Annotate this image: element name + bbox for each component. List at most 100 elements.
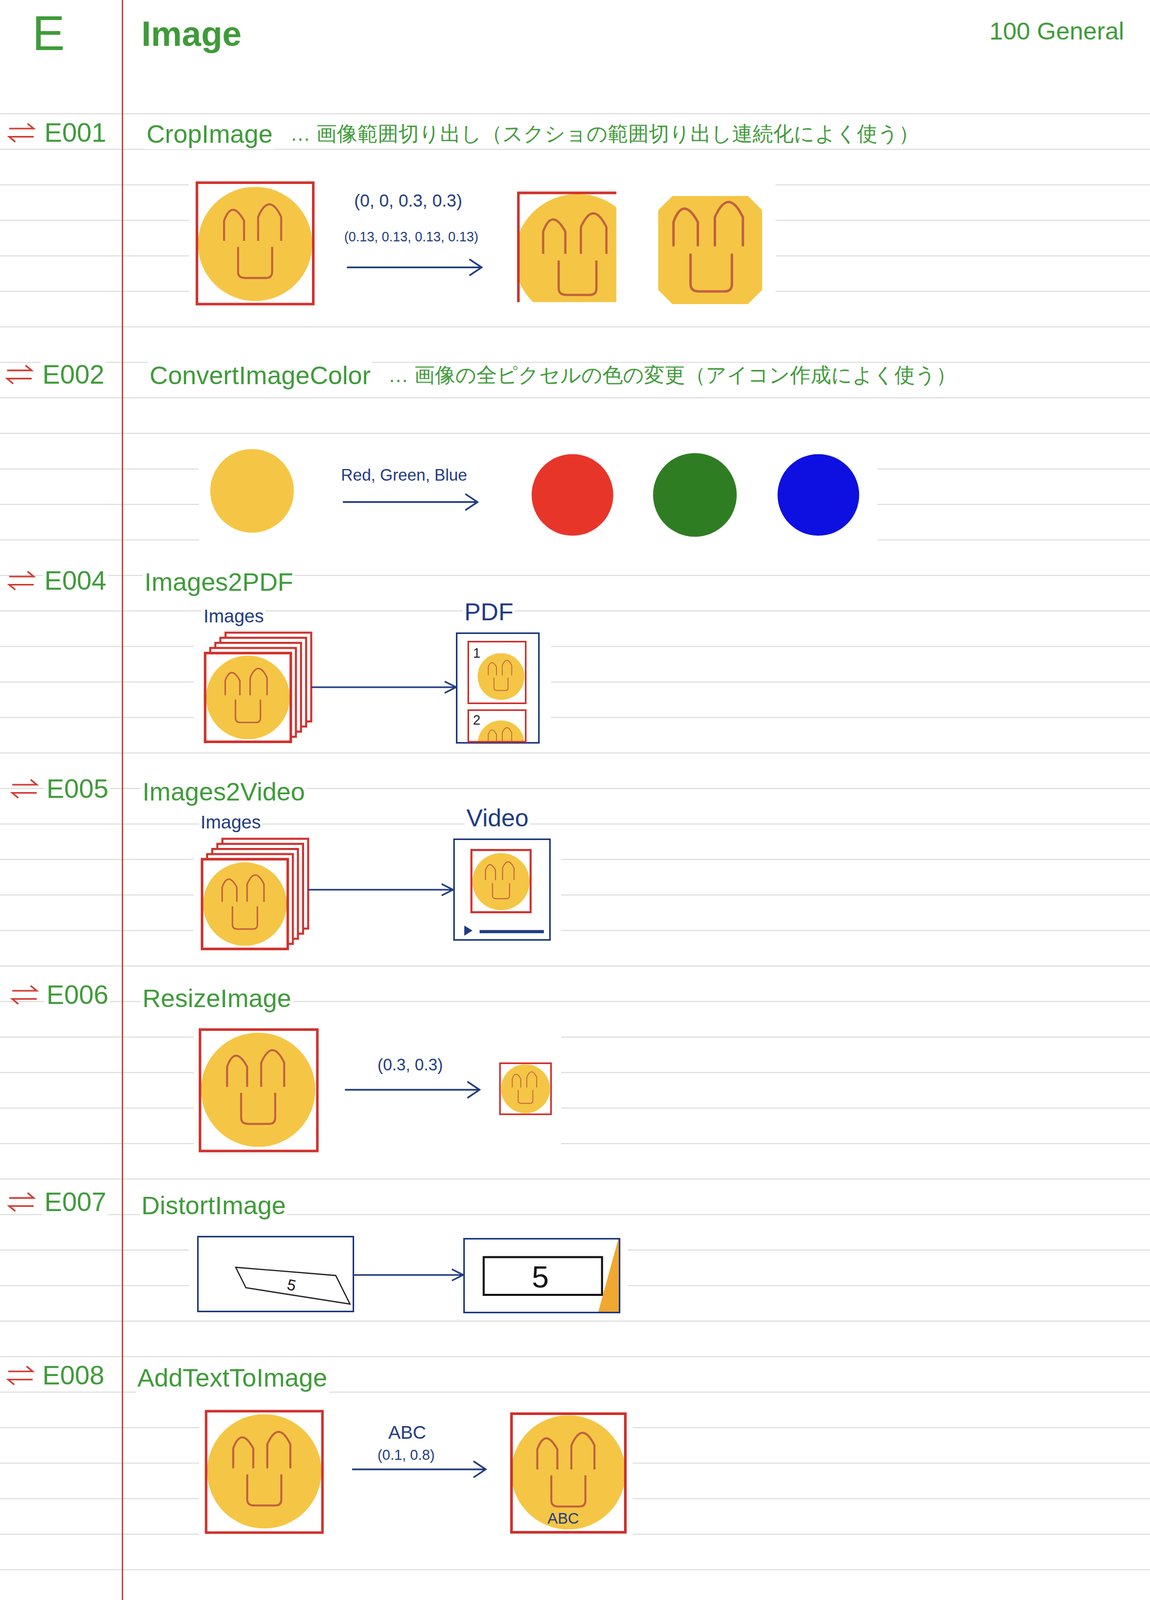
overlay-text: ABC: [547, 1511, 580, 1527]
swap-arrow: [12, 779, 37, 798]
box-heading: PDF: [462, 598, 515, 627]
pdf-box: PDF12: [455, 632, 540, 744]
illustration-ground: [193, 835, 562, 955]
skewed-sign: [235, 1267, 350, 1305]
output-image: [511, 1415, 626, 1530]
resized-image: [501, 1064, 551, 1114]
function-name: DistortImage: [139, 1190, 288, 1221]
function-name: ConvertImageColor: [148, 359, 373, 391]
ruled-lines: [0, 102, 1150, 1600]
description: … 画像範囲切り出し（スクショの範囲切り出し連続化によく使う）: [288, 121, 921, 146]
item-code: E008: [40, 1359, 106, 1392]
seek-bar: [479, 930, 544, 934]
image-frame: [201, 859, 288, 949]
margin-line: [121, 0, 124, 1600]
item-code: E002: [40, 358, 106, 391]
stack-heading: Images: [199, 811, 263, 833]
illustration-ground: [193, 1022, 562, 1159]
transform-arrow: [352, 1461, 486, 1478]
parameter-label: ABC: [386, 1421, 428, 1444]
description: … 画像の全ピクセルの色の変更（アイコン作成によく使う）: [386, 363, 958, 388]
notebook-label: 100 General: [987, 16, 1126, 47]
function-name: Images2PDF: [142, 566, 295, 598]
image-frame: [500, 1063, 552, 1115]
parameter-label: (0.3, 0.3): [375, 1055, 445, 1076]
illustration-ground: [199, 439, 879, 542]
video-frame: [471, 850, 531, 913]
illustration-ground: [188, 1229, 628, 1320]
stack-frame: [201, 859, 288, 949]
box-heading: Video: [464, 804, 531, 833]
transform-arrow: [343, 493, 479, 511]
item-code: E004: [42, 564, 109, 597]
stack-frame: [205, 653, 291, 742]
output-image-box: ABC: [510, 1412, 627, 1534]
swap-arrow: [7, 365, 32, 384]
stack-image: [202, 862, 287, 947]
swap-arrows: [7, 123, 37, 1385]
stack-heading: Images: [201, 605, 266, 627]
image-stack-frames: [205, 632, 311, 742]
flow-arrow: [311, 686, 457, 688]
flow-arrow: [308, 889, 454, 891]
parameter-label: (0.13, 0.13, 0.13, 0.13): [342, 228, 481, 245]
image-frame: [199, 1029, 318, 1152]
image-stack-frames: [201, 839, 308, 950]
page-title: Image: [139, 12, 243, 55]
item-code: E006: [44, 979, 111, 1011]
page-image-clip: [477, 720, 525, 744]
swap-arrow: [12, 985, 37, 1005]
image-frame: [205, 653, 291, 742]
cropped-image: [518, 193, 617, 302]
fill-corner: [598, 1239, 621, 1314]
stack-image: [206, 655, 290, 740]
page-image: [477, 720, 525, 744]
octagon-crop: [641, 180, 781, 320]
swap-arrow: [8, 1192, 34, 1212]
image-frame: [197, 182, 314, 305]
output-image-box: 5: [463, 1238, 621, 1314]
image-stack: Images: [205, 632, 311, 742]
illustration-ground: [199, 1406, 633, 1541]
swap-arrow: [8, 123, 34, 142]
parameter-label: Red, Green, Blue: [339, 465, 469, 486]
function-name: AddTextToImage: [135, 1362, 329, 1393]
rectified-sign: [483, 1256, 603, 1295]
image-frame: [206, 1411, 323, 1533]
crop-frame: [518, 192, 617, 302]
function-name: CropImage: [144, 118, 275, 150]
input-image-box: 5: [197, 1235, 355, 1313]
swap-arrow: [7, 1366, 33, 1386]
cropped-smiley: [518, 193, 617, 302]
source-image: [200, 1032, 316, 1147]
flow-arrow: [354, 1274, 464, 1276]
source-image: [198, 186, 313, 301]
section-letter: E: [30, 4, 67, 64]
function-name: ResizeImage: [140, 982, 293, 1013]
page-image: [477, 653, 525, 700]
sign-number: 5: [531, 1261, 549, 1293]
swap-arrow: [8, 571, 34, 590]
transform-arrow: [344, 1081, 480, 1098]
pdf-page: 2: [467, 709, 527, 744]
video-box: Video: [453, 838, 552, 941]
transform-arrow: [346, 259, 482, 276]
source-image: [207, 1414, 322, 1529]
image-stack: Images: [201, 838, 308, 949]
function-name: Images2Video: [140, 776, 307, 807]
red-circle: [531, 454, 614, 536]
cropped-smiley: [641, 180, 781, 320]
item-code: E001: [42, 116, 109, 149]
item-code: E005: [44, 772, 111, 805]
video-frame-image: [472, 853, 530, 911]
pdf-page: 1: [467, 640, 527, 705]
parameter-label: (0.1, 0.8): [375, 1446, 436, 1465]
play-icon: [464, 925, 473, 936]
green-circle: [653, 453, 737, 538]
sign-number: 5: [285, 1277, 298, 1294]
blue-circle: [777, 454, 860, 536]
yellow-circle: [210, 449, 295, 533]
page-number: 2: [472, 713, 481, 727]
